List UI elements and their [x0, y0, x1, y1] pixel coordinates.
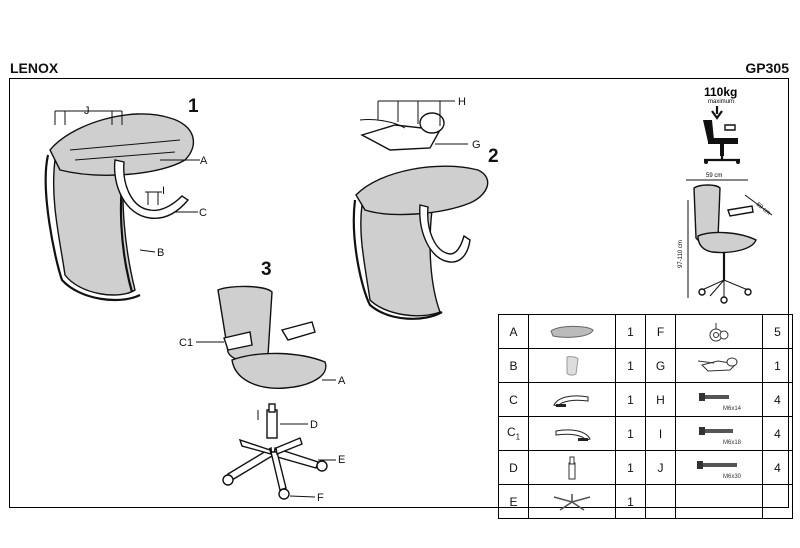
- armrest-icon: [528, 382, 616, 417]
- part-code-letter: C: [506, 425, 516, 440]
- part-code: G: [645, 348, 676, 383]
- empty-cell: [645, 484, 676, 519]
- step2-mechanism: [359, 100, 468, 151]
- mechanism-icon: [675, 348, 763, 383]
- part-qty: 4: [762, 416, 793, 451]
- callout-g: G: [472, 139, 481, 151]
- max-load-indicator: 110kg maximum: [703, 85, 740, 164]
- bolt-size: M6x30: [723, 474, 742, 480]
- callout-i: I: [162, 185, 165, 197]
- instruction-frame: [9, 78, 789, 508]
- product-code: GP305: [745, 60, 789, 76]
- step-2-number: 2: [488, 146, 499, 167]
- callout-j: J: [84, 105, 90, 117]
- gas-lift-icon: [528, 450, 616, 485]
- part-code: B: [498, 348, 529, 383]
- part-code: A: [498, 314, 529, 349]
- callout-c: C: [199, 207, 207, 219]
- max-load-value: 110kg: [704, 85, 737, 99]
- parts-table: A 1 F 5 B 1 G 1 C 1 H M6x14 4 C1 1 I M6x…: [498, 314, 793, 519]
- step3-chair: [196, 285, 336, 389]
- bolt-icon: M6x14: [675, 382, 763, 417]
- width-dim: 59 cm: [706, 173, 722, 179]
- step1-seat: [49, 113, 195, 176]
- callout-f: F: [317, 492, 324, 504]
- bolt-size: M6x14: [723, 406, 742, 412]
- empty-cell: [675, 484, 763, 519]
- load-arrow-icon: [711, 106, 723, 120]
- part-code: E: [498, 484, 529, 519]
- callout-c1: C1: [179, 337, 193, 349]
- table-row: C1 1 I M6x18 4: [498, 416, 793, 451]
- bolt-icon: M6x18: [675, 416, 763, 451]
- part-code: C1: [498, 416, 529, 451]
- part-qty: 1: [615, 382, 646, 417]
- part-code: I: [645, 416, 676, 451]
- table-row: E 1: [498, 484, 793, 519]
- dimension-drawing: 59 cm 59 cm 97-110 cm: [678, 173, 773, 304]
- seat-icon: [528, 314, 616, 349]
- part-qty: 1: [615, 314, 646, 349]
- table-row: C 1 H M6x14 4: [498, 382, 793, 417]
- step3-base: [222, 437, 336, 500]
- callout-h: H: [458, 96, 466, 108]
- part-qty: 1: [615, 450, 646, 485]
- step1-armrest: [113, 159, 190, 219]
- bolt-size: M6x18: [723, 440, 742, 446]
- height-dim: 97-110 cm: [678, 240, 684, 268]
- table-row: B 1 G 1: [498, 348, 793, 383]
- model-name: LENOX: [10, 60, 59, 76]
- part-qty: 1: [615, 416, 646, 451]
- castor-icon: [675, 314, 763, 349]
- step-1-number: 1: [188, 96, 199, 117]
- callout-e: E: [338, 454, 345, 466]
- part-qty: 1: [762, 348, 793, 383]
- empty-cell: [762, 484, 793, 519]
- callout-b: B: [157, 247, 164, 259]
- part-code: D: [498, 450, 529, 485]
- part-qty: 5: [762, 314, 793, 349]
- step3-gas-lift: [257, 403, 308, 439]
- chair-silhouette-icon: [703, 120, 740, 164]
- part-qty: 1: [615, 348, 646, 383]
- table-row: A 1 F 5: [498, 314, 793, 349]
- callout-a: A: [200, 155, 208, 167]
- callout-d: D: [310, 419, 318, 431]
- depth-dim: 59 cm: [755, 202, 772, 217]
- part-code: J: [645, 450, 676, 485]
- part-qty: 4: [762, 450, 793, 485]
- part-qty: 4: [762, 382, 793, 417]
- armrest-icon: [528, 416, 616, 451]
- base-icon: [528, 484, 616, 519]
- table-row: D 1 J M6x30 4: [498, 450, 793, 485]
- part-code-subscript: 1: [515, 432, 521, 442]
- part-code: H: [645, 382, 676, 417]
- step2-chair-assembly: [352, 165, 489, 320]
- backrest-icon: [528, 348, 616, 383]
- callout-a-step3: A: [338, 375, 346, 387]
- part-code: F: [645, 314, 676, 349]
- step-3-number: 3: [261, 259, 272, 280]
- part-code: C: [498, 382, 529, 417]
- bolt-icon: M6x30: [675, 450, 763, 485]
- max-load-label: maximum: [708, 99, 734, 105]
- step1-callout-lines: [54, 110, 200, 253]
- part-qty: 1: [615, 484, 646, 519]
